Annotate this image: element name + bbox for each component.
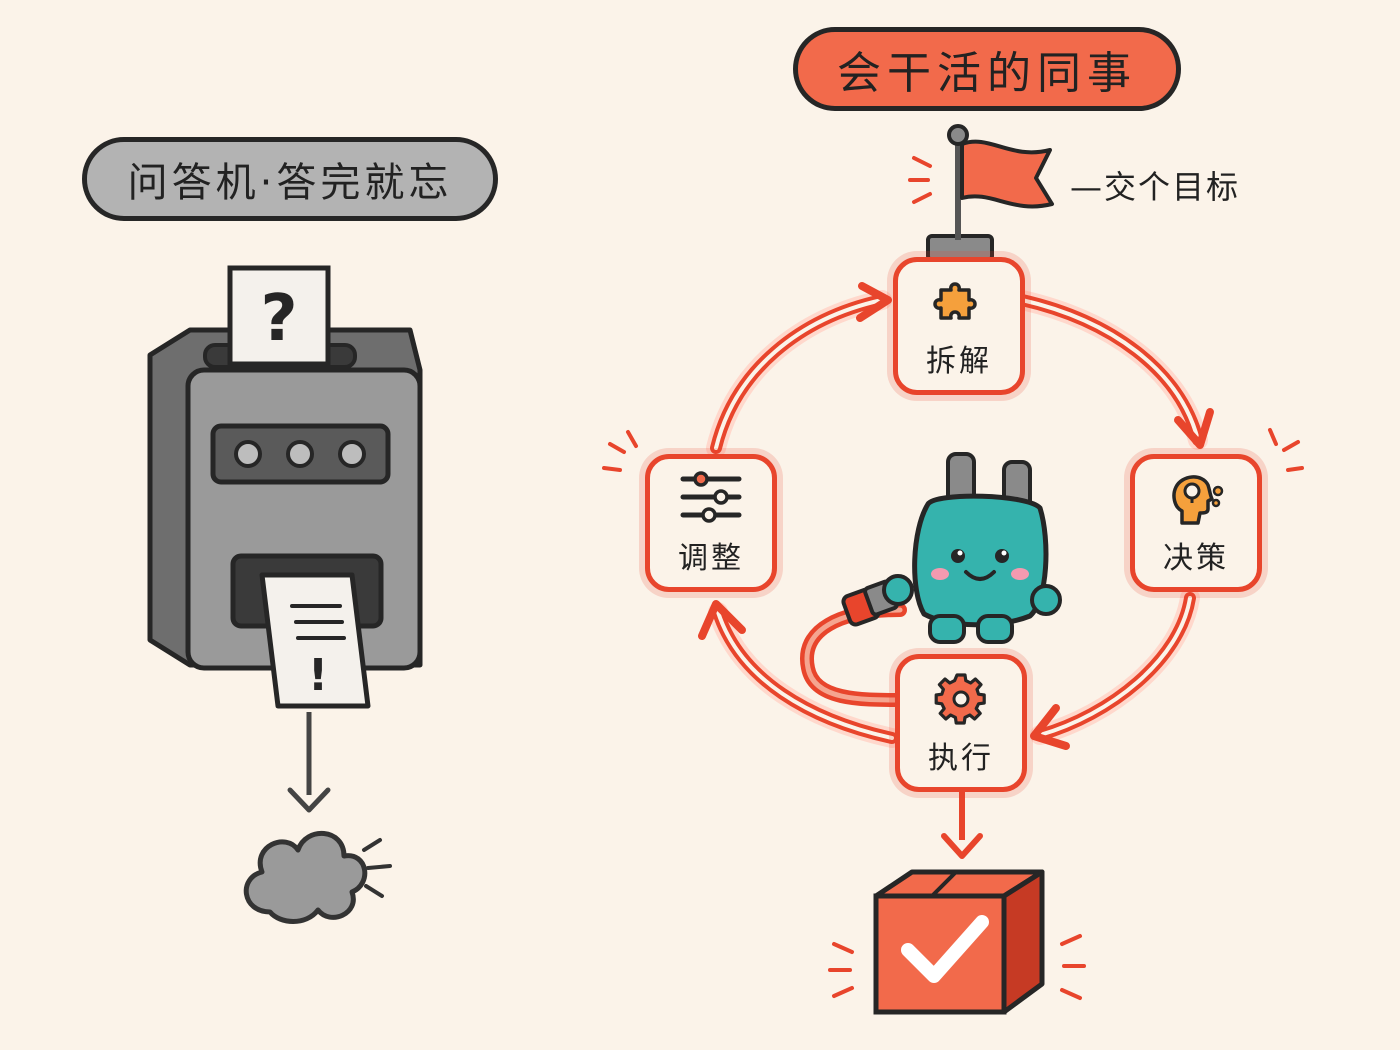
burst-lines bbox=[602, 428, 1304, 472]
right-title: 会干活的同事 bbox=[837, 48, 1137, 99]
step-label: 执行 bbox=[928, 741, 994, 776]
right-title-pill: 会干活的同事 bbox=[793, 27, 1181, 111]
goal-flag-icon bbox=[908, 124, 1054, 262]
left-title: 问答机·答完就忘 bbox=[127, 160, 453, 206]
step-node-decompose: 拆解 bbox=[893, 257, 1025, 395]
loop-ring bbox=[706, 290, 1208, 748]
step-node-decide: 决策 bbox=[1130, 454, 1262, 592]
step-label: 决策 bbox=[1163, 541, 1229, 576]
exclamation-mark: ! bbox=[308, 650, 328, 701]
qa-machine bbox=[147, 265, 423, 813]
left-title-pill: 问答机·答完就忘 bbox=[82, 137, 498, 221]
question-mark: ? bbox=[260, 282, 297, 356]
step-label: 拆解 bbox=[926, 344, 992, 379]
puzzle-icon bbox=[933, 282, 977, 320]
step-node-execute: 执行 bbox=[895, 654, 1027, 792]
flag-label: —交个目标 bbox=[1070, 168, 1241, 206]
gear-icon bbox=[934, 673, 986, 725]
sliders-icon bbox=[680, 471, 742, 523]
indicator-light-icon bbox=[338, 440, 366, 468]
loop-arrowheads bbox=[698, 282, 1214, 750]
smoke-cloud-icon bbox=[243, 831, 392, 924]
step-label: 调整 bbox=[678, 541, 744, 576]
indicator-light-icon bbox=[234, 440, 262, 468]
indicator-light-icon bbox=[286, 440, 314, 468]
step-node-adjust: 调整 bbox=[645, 454, 777, 592]
done-box-icon bbox=[828, 869, 1086, 1015]
plug-mascot bbox=[800, 452, 1062, 707]
head-idea-icon bbox=[1172, 475, 1224, 525]
